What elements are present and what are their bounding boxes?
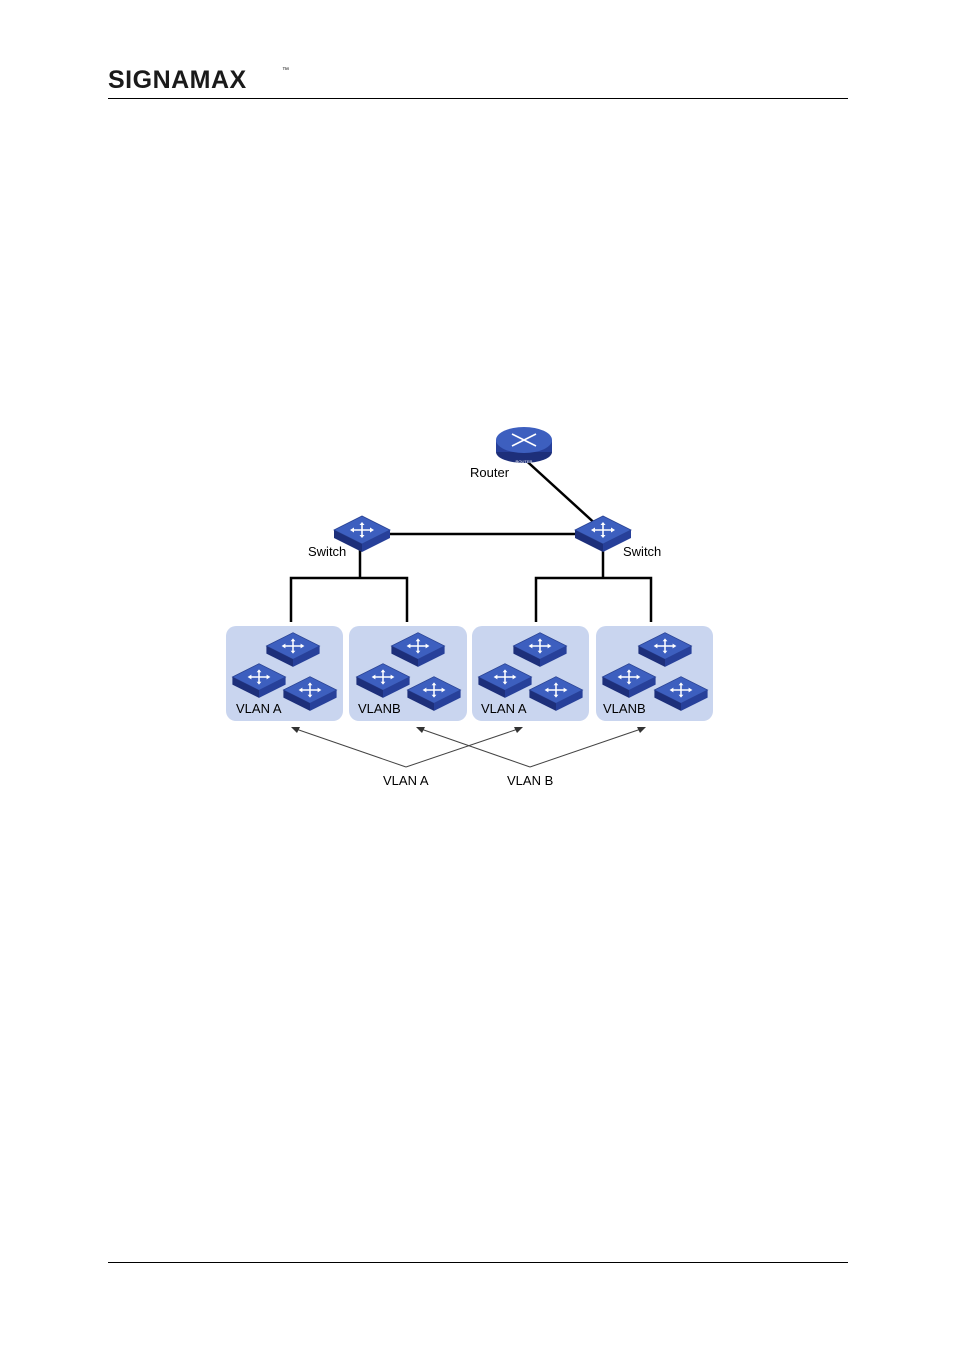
switch-right-label: Switch (623, 544, 661, 559)
vlan-group-2: VLANB (349, 626, 467, 721)
vlan-group-1-label: VLAN A (236, 701, 282, 716)
switch-left-label: Switch (308, 544, 346, 559)
vlan-group-3: VLAN A (472, 626, 589, 721)
signamax-logo: SIGNAMAX ™ (108, 66, 289, 94)
router-label: Router (470, 465, 510, 480)
connection-lines (289, 454, 653, 622)
vlan-group-3-label: VLAN A (481, 701, 527, 716)
legend-vlan-b: VLAN B (507, 773, 553, 788)
legend-arrows (295, 728, 642, 768)
vlan-group-4: VLANB (596, 626, 713, 721)
vlan-group-1: VLAN A (226, 626, 343, 721)
arrowheads (291, 727, 646, 733)
trademark-text: ™ (282, 67, 289, 74)
vlan-group-4-label: VLANB (603, 701, 646, 716)
router-icon (496, 427, 552, 463)
footer-rule (108, 1262, 848, 1263)
legend-vlan-a: VLAN A (383, 773, 429, 788)
brand-text: SIGNAMAX (108, 66, 247, 94)
router-badge: ROUTER (516, 459, 533, 464)
header-rule (108, 98, 848, 99)
vlan-group-2-label: VLANB (358, 701, 401, 716)
